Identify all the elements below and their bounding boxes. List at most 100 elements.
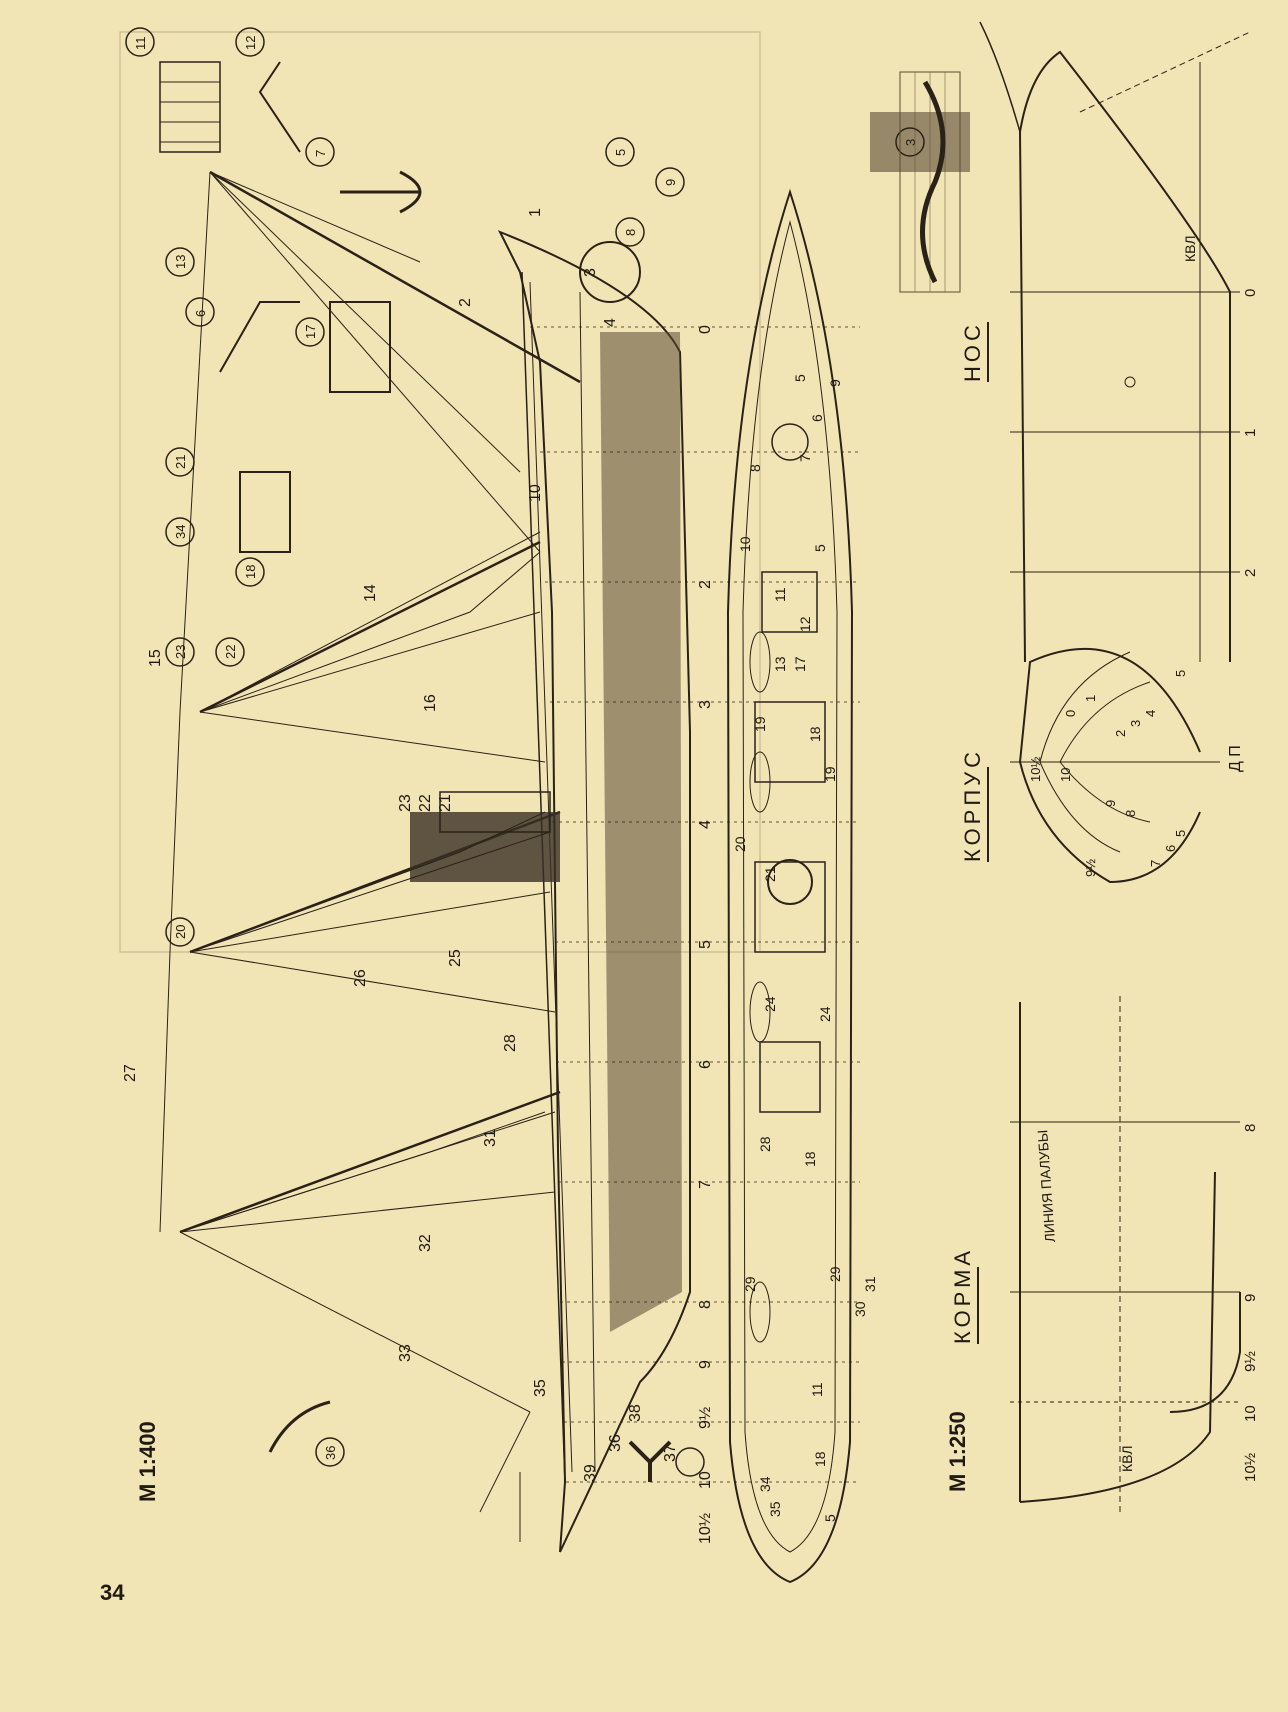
station-label: 7 [697, 1180, 714, 1189]
callout: 20 [732, 836, 748, 852]
callout: 2 [457, 298, 474, 307]
callout: 8 [747, 464, 763, 472]
callout: 15 [147, 649, 164, 667]
callout: 5 [822, 1514, 838, 1522]
page-number: 34 [100, 1580, 125, 1605]
bow-section-title: НОС [960, 321, 985, 382]
stern-station: 8 [1242, 1124, 1259, 1132]
detail-number: 34 [173, 525, 188, 539]
callout: 6 [809, 414, 825, 422]
body-plan-number: 10 [1058, 768, 1073, 782]
body-plan-number: 7 [1148, 860, 1163, 867]
callout: 3 [582, 268, 599, 277]
callout: 34 [757, 1476, 773, 1492]
callout: 35 [532, 1379, 549, 1397]
body-plan-number: 0 [1063, 710, 1078, 717]
top-plan-view [726, 188, 854, 1584]
detail-number: 21 [173, 455, 188, 469]
body-plan-number: 9 [1103, 800, 1118, 807]
plan-view-callouts: 5 9 6 7 8 10 5 11 12 13 17 19 18 19 20 2… [732, 374, 878, 1522]
body-plan-number: 9½ [1083, 859, 1098, 877]
body-plan-number: 6 [1163, 845, 1178, 852]
callout: 17 [792, 656, 808, 672]
bow-station: 1 [1242, 429, 1259, 437]
detail-number: 7 [313, 150, 328, 157]
callout: 21 [437, 794, 454, 812]
bow-carving-detail [899, 71, 961, 293]
detail-number: 23 [173, 645, 188, 659]
main-scale-label: М 1:400 [135, 1421, 160, 1502]
detail-number: 13 [173, 255, 188, 269]
bow-profile: КВЛ 0 1 2 [979, 21, 1259, 663]
station-label: 8 [697, 1300, 714, 1309]
callout: 12 [797, 616, 813, 632]
callout: 4 [602, 318, 619, 327]
station-numbers: 0 2 3 4 5 6 7 8 9 9½ 10 10½ [697, 325, 714, 1544]
callout: 28 [502, 1034, 519, 1052]
stern-station: 9½ [1242, 1351, 1259, 1372]
callout: 33 [397, 1344, 414, 1362]
callout: 32 [417, 1234, 434, 1252]
detail-number: 20 [173, 925, 188, 939]
detail-number: 5 [613, 149, 628, 156]
callout: 36 [607, 1434, 624, 1452]
callout: 9 [827, 379, 843, 387]
side-view-hull [497, 230, 691, 1553]
detail-number: 3 [903, 139, 918, 146]
station-label: 4 [697, 820, 714, 829]
callout: 18 [807, 726, 823, 742]
hull-section-title: КОРПУС [960, 748, 985, 862]
station-label: 6 [697, 1060, 714, 1069]
bow-station: 2 [1242, 569, 1259, 577]
callout: 18 [812, 1451, 828, 1467]
callout: 30 [852, 1301, 868, 1317]
callout: 5 [792, 374, 808, 382]
station-label: 3 [697, 700, 714, 709]
body-plan: Д П 0 1 2 3 4 5 5 6 7 8 9 9½ 10 10½ [1010, 647, 1244, 884]
bow-station: 0 [1242, 289, 1259, 297]
callout: 24 [817, 1006, 833, 1022]
callout: 35 [767, 1501, 783, 1517]
callout: 28 [757, 1136, 773, 1152]
body-plan-number: 8 [1123, 810, 1138, 817]
station-label: 9½ [697, 1407, 714, 1429]
stern-station: 9 [1242, 1294, 1259, 1302]
body-plan-number: 3 [1128, 720, 1143, 727]
side-view-callouts: 1 2 3 4 10 14 15 16 21 22 23 25 26 27 28… [122, 208, 679, 1482]
body-plan-number: 5 [1173, 670, 1188, 677]
callout: 21 [762, 866, 778, 882]
detail-number: 12 [243, 36, 258, 50]
detail-number: 11 [133, 37, 148, 51]
callout: 16 [422, 694, 439, 712]
bow-waterline-label: КВЛ [1182, 235, 1198, 262]
detail-number: 17 [303, 325, 318, 339]
callout: 31 [862, 1276, 878, 1292]
body-plan-number: 10½ [1028, 757, 1043, 782]
detail-number: 6 [193, 310, 208, 317]
callout: 10 [527, 484, 544, 502]
callout: 13 [772, 656, 788, 672]
callout: 5 [812, 544, 828, 552]
station-label: 2 [697, 580, 714, 589]
callout: 19 [752, 716, 768, 732]
station-label: 10 [697, 1471, 714, 1489]
stern-section-title: КОРМА [950, 1247, 975, 1344]
callout: 11 [772, 587, 788, 602]
detail-number: 18 [243, 565, 258, 579]
callout: 1 [527, 208, 544, 217]
callout: 39 [582, 1464, 599, 1482]
body-plan-number: 2 [1113, 730, 1128, 737]
station-label: 5 [697, 940, 714, 949]
callout: 7 [797, 454, 813, 462]
body-plan-number: 5 [1173, 830, 1188, 837]
callout: 25 [447, 949, 464, 967]
callout: 11 [809, 1382, 825, 1397]
callout: 23 [397, 794, 414, 812]
deck-line-label: ЛИНИЯ ПАЛУБЫ [1034, 1129, 1058, 1243]
callout: 31 [482, 1129, 499, 1147]
callout: 29 [827, 1266, 843, 1282]
detail-number: 36 [323, 1446, 338, 1460]
stern-profile: ЛИНИЯ ПАЛУБЫ КВЛ 8 9 9½ 10 10½ [1010, 992, 1259, 1512]
